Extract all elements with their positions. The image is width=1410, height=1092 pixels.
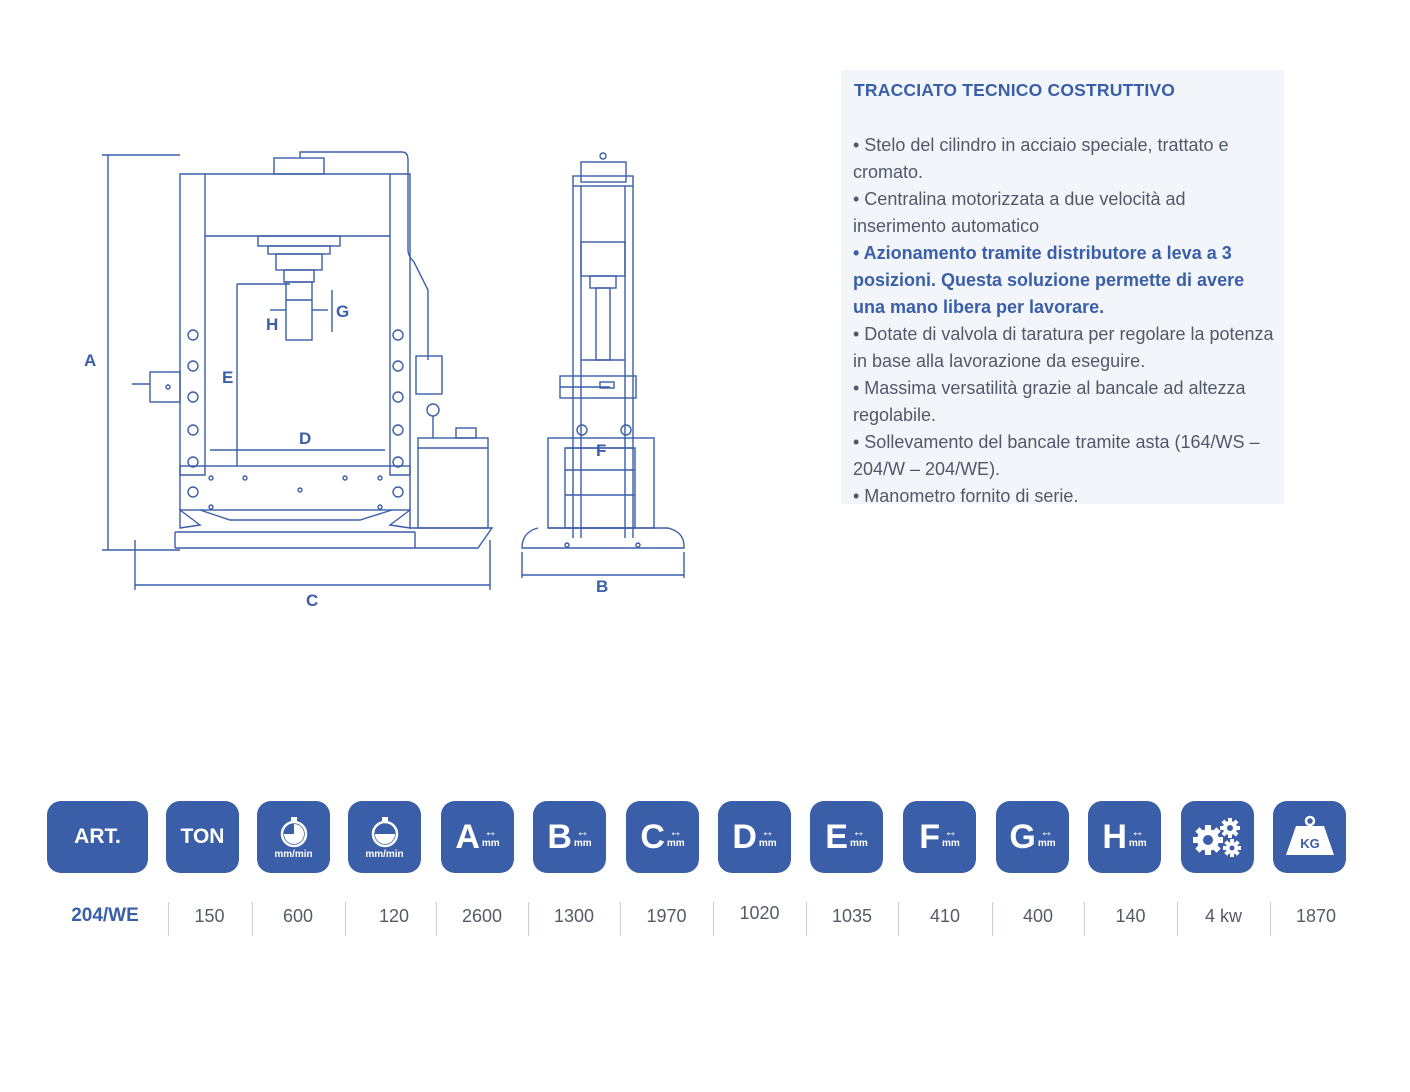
double-arrow-icon: ↔ — [1131, 824, 1145, 839]
header-power — [1181, 801, 1254, 873]
cell-dim-a: 2600 — [461, 906, 503, 926]
feature-item: • Centralina motorizzata a due velocità … — [853, 189, 1186, 236]
header-ton: TON — [166, 801, 239, 873]
cell-dim-b: 1300 — [553, 906, 595, 926]
header-dim-d: D ↔ mm — [718, 801, 791, 873]
divider — [992, 902, 993, 936]
cell-power: 4 kw — [1204, 906, 1242, 926]
header-dim-a: A ↔ mm — [441, 801, 514, 873]
dim-label-a: A — [84, 351, 96, 370]
divider — [806, 902, 807, 936]
side-view-press — [521, 152, 685, 578]
feature-item: • Dotate di valvola di taratura per rego… — [853, 324, 1274, 371]
cell-dim-c: 1970 — [646, 906, 687, 926]
double-arrow-icon: ↔ — [1040, 824, 1054, 839]
cell-dim-f: 410 — [929, 906, 961, 926]
divider — [1270, 902, 1271, 936]
dim-label-c: C — [306, 591, 318, 610]
divider — [1177, 902, 1178, 936]
cell-dim-d: 1020 — [739, 903, 780, 923]
feature-list: • Stelo del cilindro in acciaio speciale… — [853, 132, 1281, 510]
dim-label-g: G — [336, 302, 349, 321]
feature-item: • Stelo del cilindro in acciaio speciale… — [853, 135, 1229, 182]
header-speed-fast: mm/min — [257, 801, 330, 873]
feature-item: • Azionamento tramite distributore a lev… — [853, 243, 1245, 317]
header-dim-b: B ↔ mm — [533, 801, 606, 873]
header-art: ART. — [47, 801, 148, 873]
cell-speed-slow: 120 — [378, 906, 410, 926]
svg-text:KG: KG — [1300, 836, 1320, 851]
cell-weight: 1870 — [1295, 906, 1337, 926]
technical-drawing: A E H G D C F B — [84, 151, 685, 610]
gears-icon — [1192, 818, 1241, 857]
header-dim-e: E ↔ mm — [810, 801, 883, 873]
cell-ton: 150 — [194, 906, 225, 926]
cell-art: 204/WE — [71, 905, 139, 926]
dim-label-f: F — [596, 441, 606, 460]
header-dim-g: G ↔ mm — [996, 801, 1069, 873]
divider — [168, 902, 169, 936]
header-dim-c: C ↔ mm — [626, 801, 699, 873]
header-speed-slow: mm/min — [348, 801, 421, 873]
stopwatch-fast-icon — [280, 816, 307, 847]
cell-dim-e: 1035 — [831, 906, 873, 926]
dim-label-b: B — [596, 577, 608, 596]
feature-item: • Massima versatilità grazie al bancale … — [853, 378, 1246, 425]
divider — [252, 902, 253, 936]
front-view-press — [102, 151, 494, 590]
cell-dim-h: 140 — [1115, 906, 1146, 926]
double-arrow-icon: ↔ — [484, 824, 498, 839]
header-dim-h: H ↔ mm — [1088, 801, 1161, 873]
double-arrow-icon: ↔ — [761, 824, 775, 839]
double-arrow-icon: ↔ — [669, 824, 683, 839]
feature-item: • Sollevamento del bancale tramite asta … — [853, 432, 1260, 479]
feature-item: • Manometro fornito di serie. — [853, 486, 1079, 506]
double-arrow-icon: ↔ — [576, 824, 590, 839]
dim-label-e: E — [222, 368, 233, 387]
double-arrow-icon: ↔ — [852, 824, 866, 839]
divider — [436, 902, 437, 936]
dim-label-h: H — [266, 315, 278, 334]
divider — [528, 902, 529, 936]
technical-info-panel: TRACCIATO TECNICO COSTRUTTIVO • Stelo de… — [841, 70, 1284, 506]
divider — [1084, 902, 1085, 936]
divider — [620, 902, 621, 936]
stopwatch-slow-icon — [371, 816, 398, 847]
header-dim-f: F ↔ mm — [903, 801, 976, 873]
divider — [898, 902, 899, 936]
dim-label-d: D — [299, 429, 311, 448]
kg-weight-icon: KG — [1285, 815, 1334, 855]
divider — [345, 902, 346, 936]
cell-dim-g: 400 — [1022, 906, 1054, 926]
double-arrow-icon: ↔ — [944, 824, 958, 839]
divider — [713, 902, 714, 936]
cell-speed-fast: 600 — [282, 906, 314, 926]
info-title: TRACCIATO TECNICO COSTRUTTIVO — [854, 80, 1176, 100]
header-weight: KG — [1273, 801, 1346, 873]
